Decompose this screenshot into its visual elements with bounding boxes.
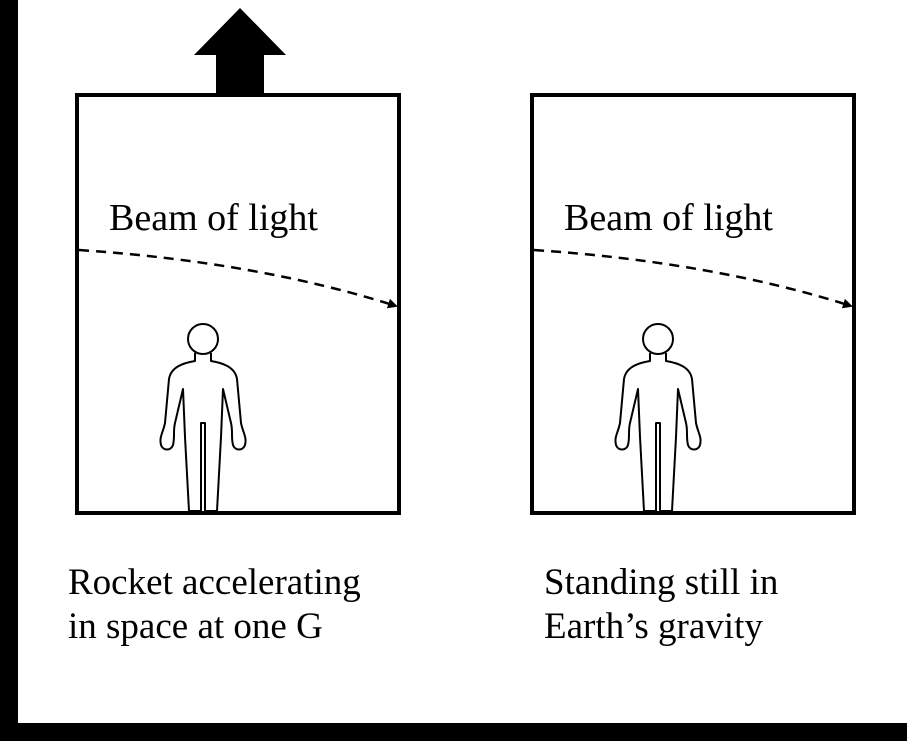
beam-label: Beam of light	[109, 199, 318, 237]
person-icon	[615, 324, 700, 511]
beam-label: Beam of light	[564, 199, 773, 237]
caption-line: Earth’s gravity	[544, 604, 763, 649]
light-beam-path	[534, 250, 851, 306]
caption-line: Rocket accelerating	[68, 560, 361, 605]
person-icon	[160, 324, 245, 511]
caption-line: in space at one G	[68, 604, 323, 649]
light-beam-path	[79, 250, 396, 306]
rocket-panel	[77, 8, 399, 513]
diagram-canvas: Beam of light Beam of light Rocket accel…	[18, 0, 907, 723]
earth-panel	[532, 95, 854, 513]
thrust-arrow-icon	[194, 8, 286, 95]
caption-line: Standing still in	[544, 560, 778, 605]
